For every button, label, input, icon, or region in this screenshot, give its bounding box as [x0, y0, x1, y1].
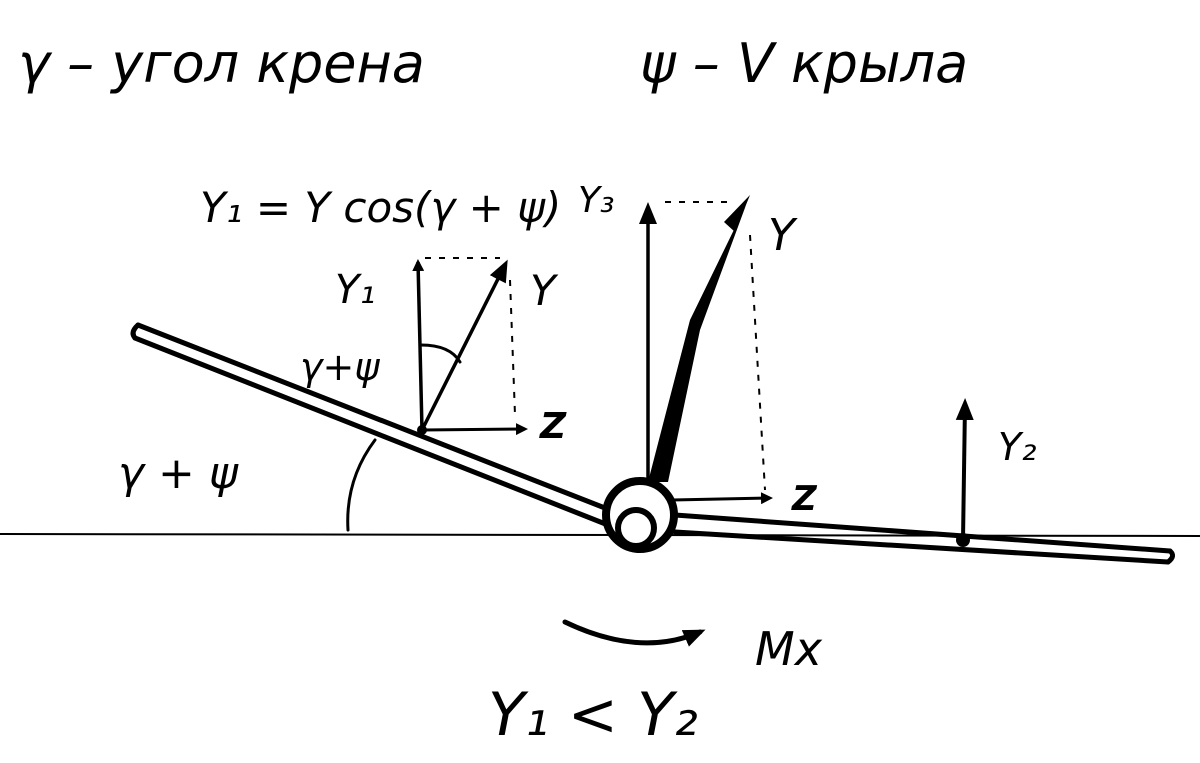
- left-wing: [130, 322, 613, 528]
- right-y2-label: Y₂: [998, 425, 1036, 469]
- wing-angle-label: γ + ψ: [118, 448, 239, 499]
- center-y-label: Y: [768, 210, 798, 261]
- right-vector-group: [955, 398, 974, 547]
- fuselage-circle: [602, 477, 678, 553]
- center-vector-group: [639, 195, 773, 505]
- horizon-line: [0, 533, 1200, 537]
- left-z-label: Z: [539, 406, 567, 447]
- formula-text: Y₁ = Y cos(γ + ψ): [200, 183, 561, 232]
- moment-arrow: [562, 619, 706, 647]
- moment-label: Mx: [755, 622, 823, 676]
- left-angle-label: γ+ψ: [300, 345, 380, 389]
- left-vector-group: [412, 257, 528, 436]
- center-z-label: Z: [791, 479, 818, 519]
- header-left-text: γ – угол крена: [18, 32, 425, 95]
- left-y-label: Y: [530, 266, 559, 315]
- wing-angle-arc: [346, 438, 377, 532]
- header-right-text: ψ – V крыла: [640, 32, 968, 95]
- right-wing: [672, 512, 1176, 565]
- center-y3-label: Y₃: [578, 180, 614, 221]
- left-y1-label: Y₁: [335, 267, 375, 313]
- inequality-text: Y₁ < Y₂: [488, 680, 698, 750]
